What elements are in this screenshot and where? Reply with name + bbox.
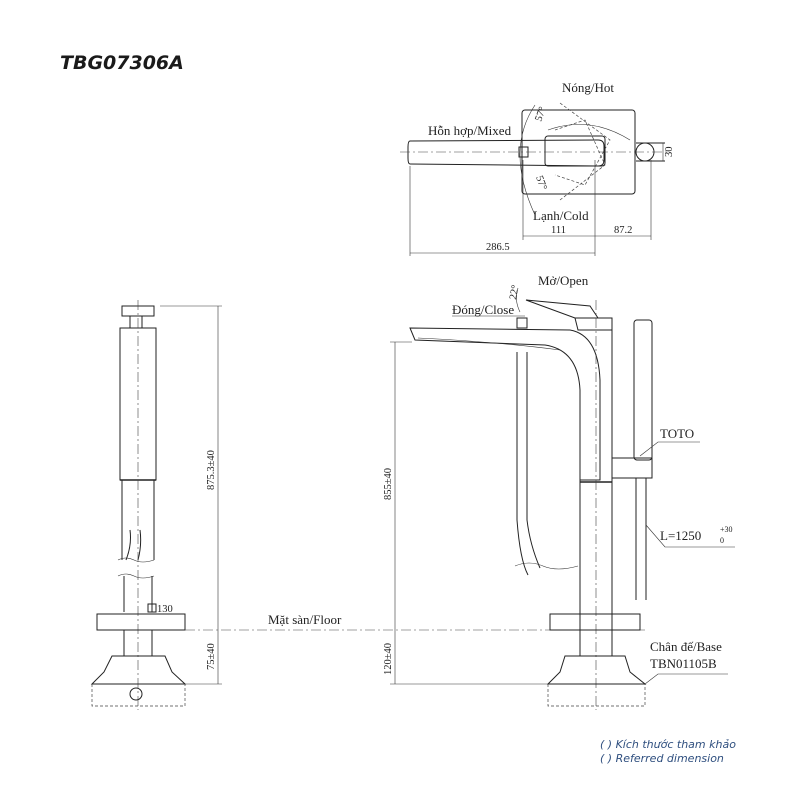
column [579, 330, 613, 630]
spout [409, 327, 601, 481]
hot-position-outline [554, 102, 611, 186]
angle-hot: 57° [533, 105, 548, 123]
dim-111: 111 [551, 225, 566, 236]
dim-130: 130 [157, 604, 173, 615]
label-hot: Nóng/Hot [562, 80, 614, 95]
angle-22: 22° [508, 284, 521, 300]
dim-30: 30 [664, 147, 675, 158]
note-reference-vi: ( ) Kích thước tham khảo [600, 738, 736, 751]
note-reference-en: ( ) Referred dimension [600, 752, 724, 765]
dim-120: 120±40 [383, 643, 394, 675]
hose-tol-plus: +30 [720, 525, 733, 534]
side-floor-plate [96, 613, 186, 631]
hand-shower [633, 319, 653, 461]
label-hose-length: L=1250 [660, 528, 701, 543]
rotation-arc [519, 104, 536, 216]
angle-cold: 57° [533, 174, 548, 192]
hose-tol-minus: 0 [720, 536, 724, 545]
side-base-bracket [90, 655, 187, 685]
label-mixed: Hỗn hợp/Mixed [428, 123, 512, 138]
lever-handle [407, 139, 605, 167]
label-base: Chân đế/Base [650, 639, 722, 654]
label-close: Đóng/Close [452, 302, 514, 317]
front-floor-plate [549, 613, 641, 631]
label-floor: Mặt sàn/Floor [268, 612, 342, 627]
dim-875: 875.3±40 [206, 450, 217, 490]
handle-body [574, 317, 613, 331]
spout-cap [516, 317, 528, 329]
label-cold: Lạnh/Cold [533, 208, 589, 223]
cold-position-outline [554, 119, 606, 201]
dim-75: 75±40 [206, 643, 217, 670]
handle-lever-open [525, 299, 599, 319]
label-brand: TOTO [660, 426, 694, 441]
dim-286-5: 286.5 [486, 242, 510, 253]
side-base-screw [129, 687, 143, 701]
front-view: 22° Mở/Open Đóng/Close TOTO L=1250 +30 0… [383, 273, 735, 710]
dim-87-2: 87.2 [614, 225, 632, 236]
top-view: 30 111 87.2 286.5 Nóng/Hot Hỗn hợp/Mixed… [400, 80, 675, 256]
hand-shower-holder [611, 457, 653, 479]
dim-855: 855±40 [383, 468, 394, 500]
front-base-bracket [546, 655, 647, 685]
side-view: 130 875.3±40 75±40 [90, 300, 222, 710]
lever-hub [544, 135, 606, 167]
model-title: TBG07306A [60, 52, 184, 74]
shower-hose [635, 478, 647, 600]
label-base-model: TBN01105B [650, 656, 717, 671]
internal-hose [516, 352, 541, 576]
label-open: Mở/Open [538, 273, 589, 288]
